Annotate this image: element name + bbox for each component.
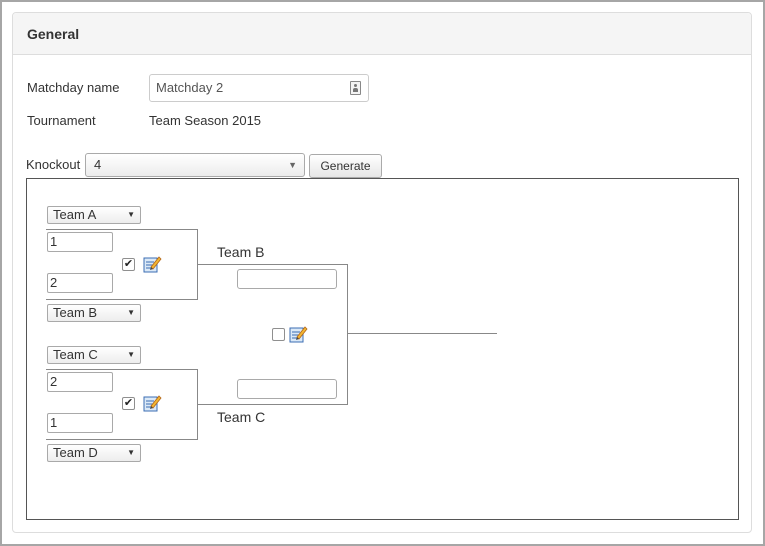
knockout-label: Knockout (26, 157, 81, 172)
matchday-name-input[interactable]: Matchday 2 (149, 74, 369, 102)
knockout-selected-value: 4 (94, 157, 102, 172)
match1-box (46, 229, 198, 300)
final-score-top[interactable] (237, 269, 337, 289)
match1-winner-label: Team B (217, 244, 265, 260)
generate-button[interactable]: Generate (309, 154, 382, 178)
chevron-down-icon: ▼ (288, 160, 297, 170)
match2-team-top-value: Team C (53, 347, 98, 362)
final-box (198, 264, 348, 405)
match1-team-top-select[interactable]: Team A ▼ (47, 206, 141, 224)
match1-score-bottom[interactable]: 2 (47, 273, 113, 293)
match1-team-bottom-value: Team B (53, 305, 98, 320)
final-score-bottom[interactable] (237, 379, 337, 399)
chevron-down-icon: ▼ (127, 448, 135, 457)
panel-title: General (27, 26, 80, 42)
match1-score-top[interactable]: 1 (47, 232, 113, 252)
panel-heading: General (13, 13, 751, 55)
match2-team-top-select[interactable]: Team C ▼ (47, 346, 141, 364)
match2-team-bottom-select[interactable]: Team D ▼ (47, 444, 141, 462)
final-checkbox[interactable] (272, 328, 285, 341)
chevron-down-icon: ▼ (127, 350, 135, 359)
match2-team-bottom-value: Team D (53, 445, 98, 460)
match1-checkbox[interactable]: ✔ (122, 258, 135, 271)
match2-score-top[interactable]: 2 (47, 372, 113, 392)
match2-checkbox[interactable]: ✔ (122, 397, 135, 410)
tournament-label: Tournament (27, 113, 96, 128)
knockout-select[interactable]: 4 ▼ (85, 153, 305, 177)
tournament-value: Team Season 2015 (149, 113, 262, 128)
matchday-name-value: Matchday 2 (156, 80, 224, 95)
match2-winner-label: Team C (217, 409, 266, 425)
chevron-down-icon: ▼ (127, 210, 135, 219)
edit-icon[interactable] (142, 254, 162, 274)
bracket-area (26, 178, 739, 520)
match2-score-bottom[interactable]: 1 (47, 413, 113, 433)
contact-card-icon[interactable] (350, 81, 361, 95)
match1-team-top-value: Team A (53, 207, 97, 222)
chevron-down-icon: ▼ (127, 308, 135, 317)
match2-box (46, 369, 198, 440)
match1-team-bottom-select[interactable]: Team B ▼ (47, 304, 141, 322)
edit-icon[interactable] (288, 324, 308, 344)
matchday-name-label: Matchday name (27, 80, 120, 95)
champion-line (348, 333, 497, 334)
edit-icon[interactable] (142, 393, 162, 413)
